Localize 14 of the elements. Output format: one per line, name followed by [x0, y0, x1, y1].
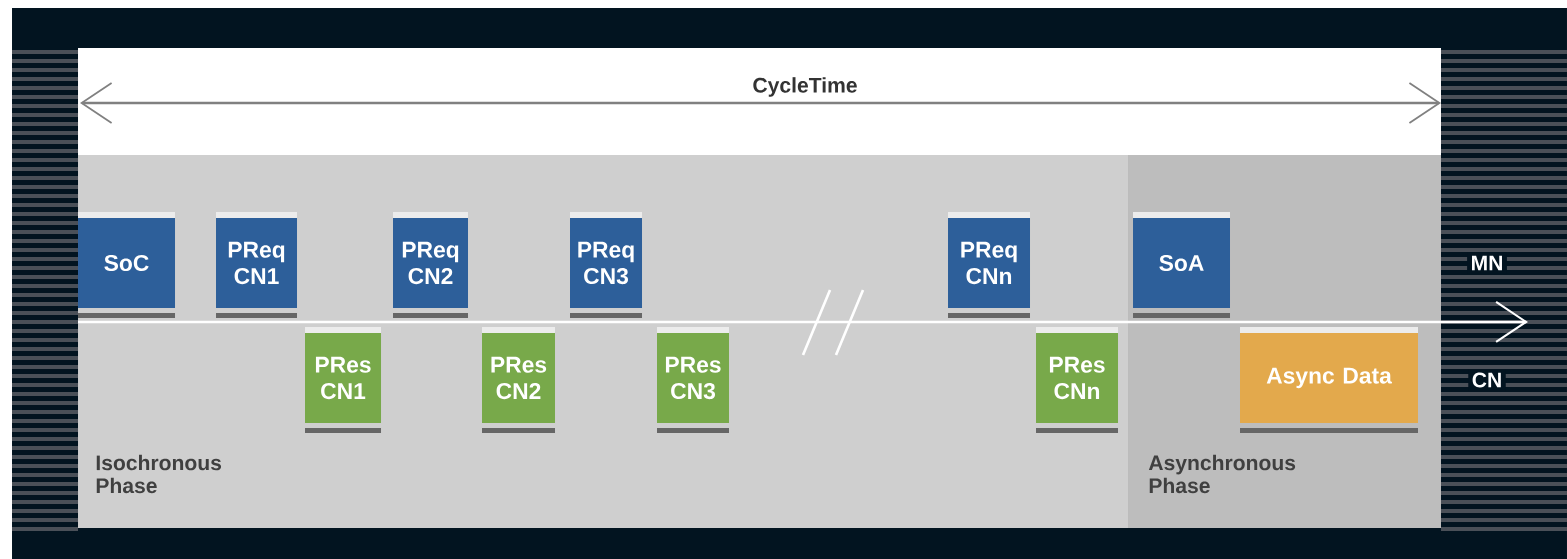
- frame-box: PReq CN3: [570, 212, 642, 318]
- frame-box: PRes CN2: [482, 327, 555, 433]
- row-label: MN: [1467, 252, 1507, 274]
- frame-box: PReq CN2: [393, 212, 468, 318]
- frame-box: PRes CN3: [657, 327, 729, 433]
- row-label: CN: [1468, 369, 1506, 391]
- frame-box: PReq CNn: [948, 212, 1030, 318]
- dimension-label: CycleTime: [748, 73, 862, 101]
- frame-box: PRes CN1: [305, 327, 381, 433]
- frame-box: SoC: [78, 212, 175, 318]
- frame-box: PReq CN1: [216, 212, 297, 318]
- frame-box: SoA: [1133, 212, 1230, 318]
- frame-box: Async Data: [1240, 327, 1418, 433]
- frame-box: PRes CNn: [1036, 327, 1118, 433]
